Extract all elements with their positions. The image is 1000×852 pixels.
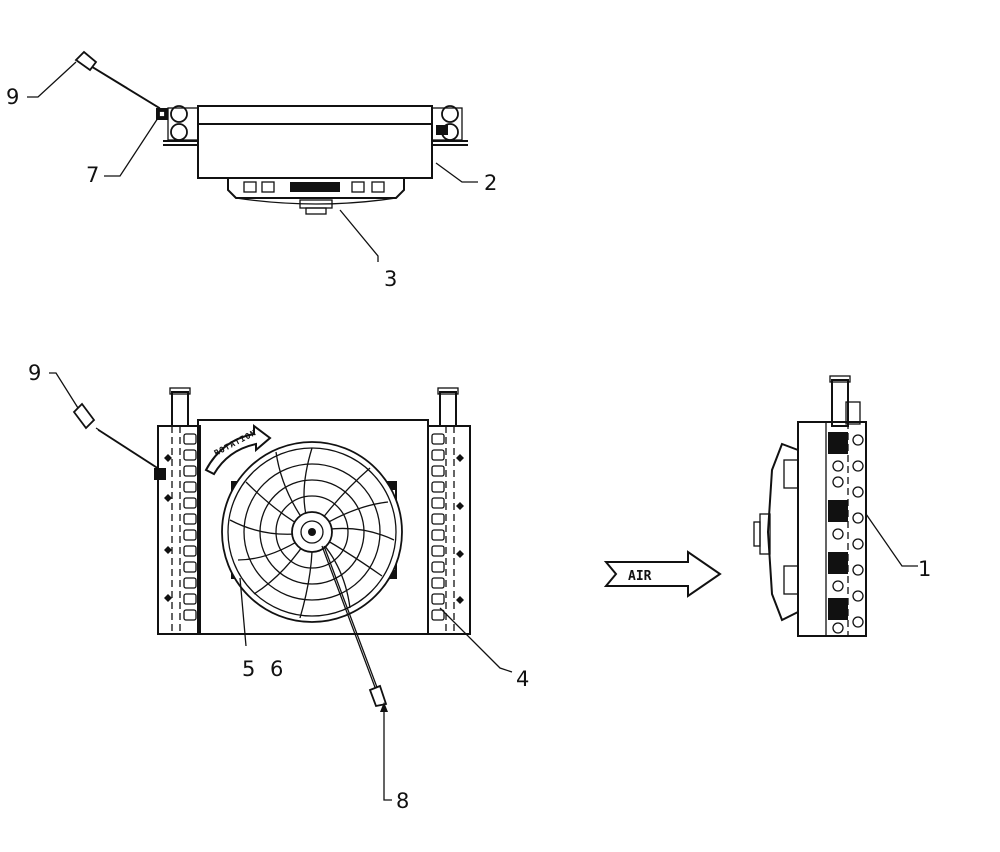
callout-4: 4 <box>516 667 529 691</box>
front-view: ROTATION <box>49 372 513 801</box>
fin-row-right <box>431 433 445 621</box>
callout-2: 2 <box>484 171 497 195</box>
callout-9-front: 9 <box>28 361 41 385</box>
air-flow-arrow-icon: AIR <box>603 550 722 598</box>
air-label: AIR <box>628 569 652 584</box>
fin-row-left <box>183 433 197 621</box>
callout-labels: 9 7 2 3 9 5 6 4 8 1 <box>6 85 931 813</box>
callout-9-top: 9 <box>6 85 19 109</box>
callout-7: 7 <box>86 163 99 187</box>
side-bolts <box>832 434 864 634</box>
callout-3: 3 <box>384 267 397 291</box>
callout-8: 8 <box>396 789 409 813</box>
top-view <box>27 50 478 262</box>
callout-5: 5 <box>242 657 255 681</box>
rotation-label: ROTATION <box>213 428 258 458</box>
callout-1: 1 <box>918 557 931 581</box>
callout-6: 6 <box>270 657 283 681</box>
fan-icon <box>221 441 403 623</box>
side-view <box>753 375 918 637</box>
